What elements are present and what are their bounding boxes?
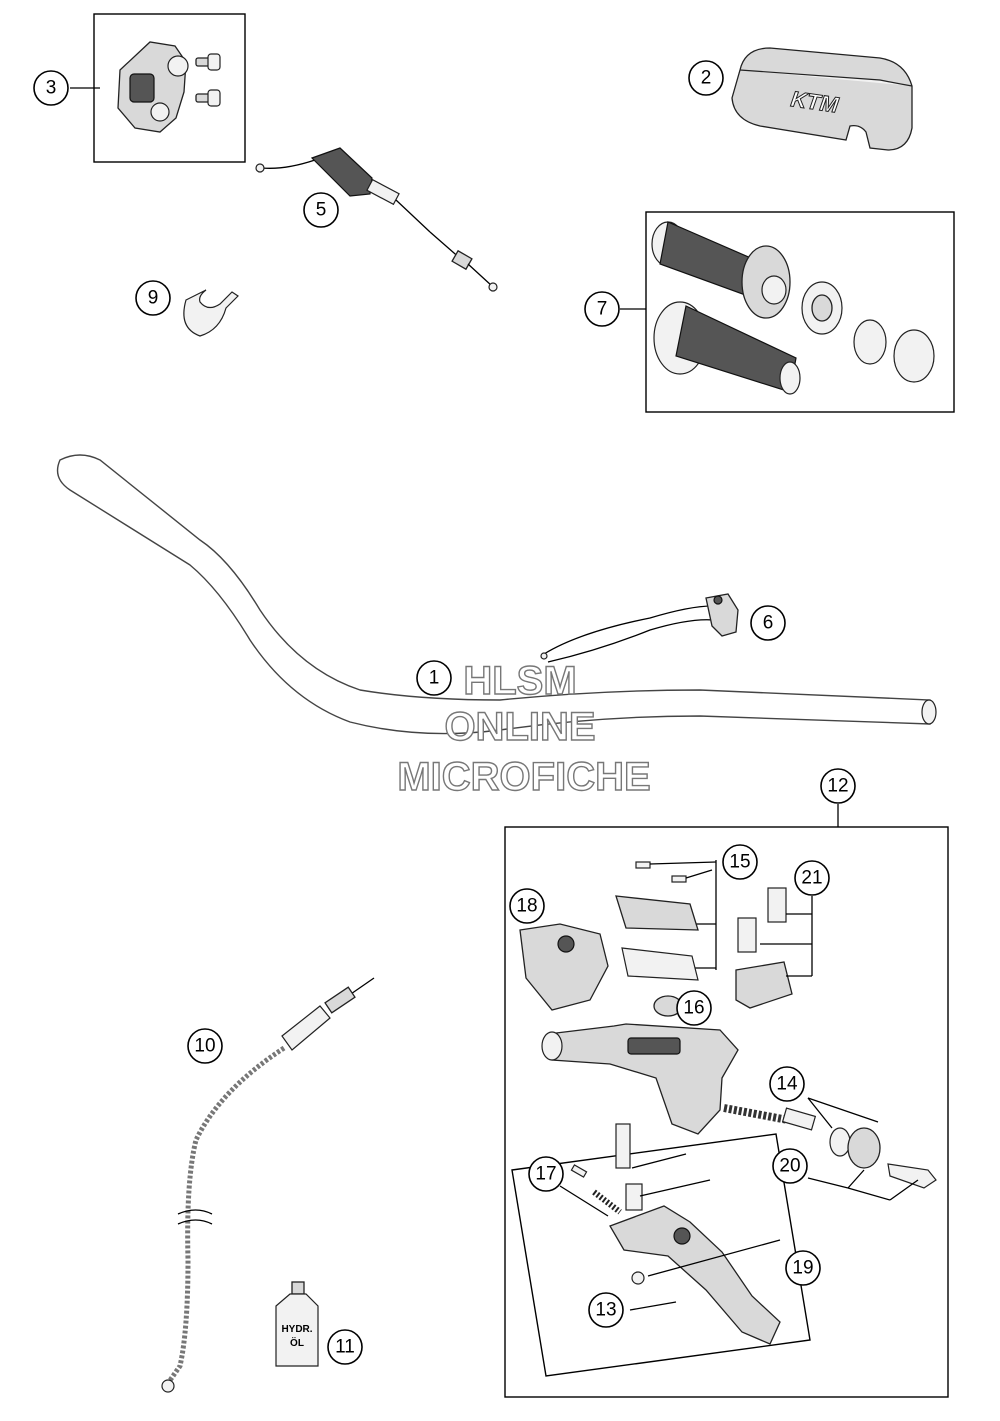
handlebar: [56, 454, 937, 735]
svg-text:18: 18: [516, 896, 537, 917]
box-part-7: [645, 211, 955, 413]
callout-19: 19: [785, 1250, 821, 1286]
callout-21: 21: [794, 860, 830, 896]
cable-tie: [183, 289, 239, 337]
svg-text:13: 13: [595, 1300, 616, 1321]
bar-pad: KTM: [731, 47, 913, 151]
svg-text:10: 10: [194, 1036, 215, 1057]
callout-3: 3: [33, 70, 69, 106]
throttle-cable: [255, 147, 498, 292]
svg-text:14: 14: [776, 1074, 798, 1095]
hydraulic-hose: [161, 977, 375, 1393]
brake-lever: [570, 1123, 781, 1345]
watermark-line2: ONLINE: [444, 705, 595, 749]
master-cylinder: [541, 1023, 739, 1135]
svg-text:3: 3: [46, 78, 57, 99]
bottle-label-line1: HYDR.: [281, 1324, 312, 1335]
callout-7: 7: [584, 291, 620, 327]
kill-switch: [540, 593, 739, 663]
hydraulic-oil-bottle: HYDR. ÖL: [275, 1281, 319, 1367]
svg-text:6: 6: [763, 613, 774, 634]
pad-brand-label: KTM: [789, 86, 840, 117]
grip-upper: [651, 221, 791, 319]
svg-text:7: 7: [597, 299, 608, 320]
screw-pair: [195, 53, 221, 107]
callout-14: 14: [769, 1066, 805, 1102]
callout-2: 2: [688, 60, 724, 96]
callout-11: 11: [327, 1329, 363, 1365]
callout-17: 17: [528, 1156, 564, 1192]
callout-15: 15: [722, 844, 758, 880]
bottle-label-line2: ÖL: [290, 1336, 304, 1349]
callout-18: 18: [509, 888, 545, 924]
svg-text:16: 16: [683, 998, 704, 1019]
svg-text:20: 20: [779, 1156, 800, 1177]
svg-text:5: 5: [316, 200, 327, 221]
switch-housing: [117, 41, 189, 133]
svg-text:15: 15: [729, 852, 750, 873]
callout-13: 13: [588, 1292, 624, 1328]
callout-20: 20: [772, 1148, 808, 1184]
cover-screws: [635, 861, 687, 883]
callout-12: 12: [820, 768, 856, 804]
svg-text:19: 19: [792, 1258, 813, 1279]
lever-guard: [519, 923, 609, 1011]
svg-text:9: 9: [148, 288, 159, 309]
callout-1: 1: [416, 660, 452, 696]
svg-text:12: 12: [827, 776, 848, 797]
callout-9: 9: [135, 280, 171, 316]
reservoir-cover: [615, 895, 699, 981]
throttle-rings: [801, 281, 935, 383]
callout-6: 6: [750, 605, 786, 641]
grip-lower: [653, 301, 801, 395]
watermark: HLSM ONLINE MICROFICHE: [397, 658, 652, 799]
box-part-12: [504, 826, 949, 1398]
callout-10: 10: [187, 1028, 223, 1064]
piston-spring: [723, 1104, 937, 1189]
callout-5: 5: [303, 192, 339, 228]
svg-text:21: 21: [801, 868, 822, 889]
svg-text:2: 2: [701, 68, 712, 89]
svg-text:1: 1: [429, 668, 440, 689]
watermark-line3: MICROFICHE: [397, 755, 650, 799]
watermark-line1: HLSM: [463, 659, 576, 703]
svg-text:11: 11: [335, 1337, 355, 1358]
box-lever: [511, 1133, 811, 1377]
clamp: [735, 887, 793, 1009]
callout-16: 16: [676, 990, 712, 1026]
svg-text:17: 17: [535, 1164, 556, 1185]
